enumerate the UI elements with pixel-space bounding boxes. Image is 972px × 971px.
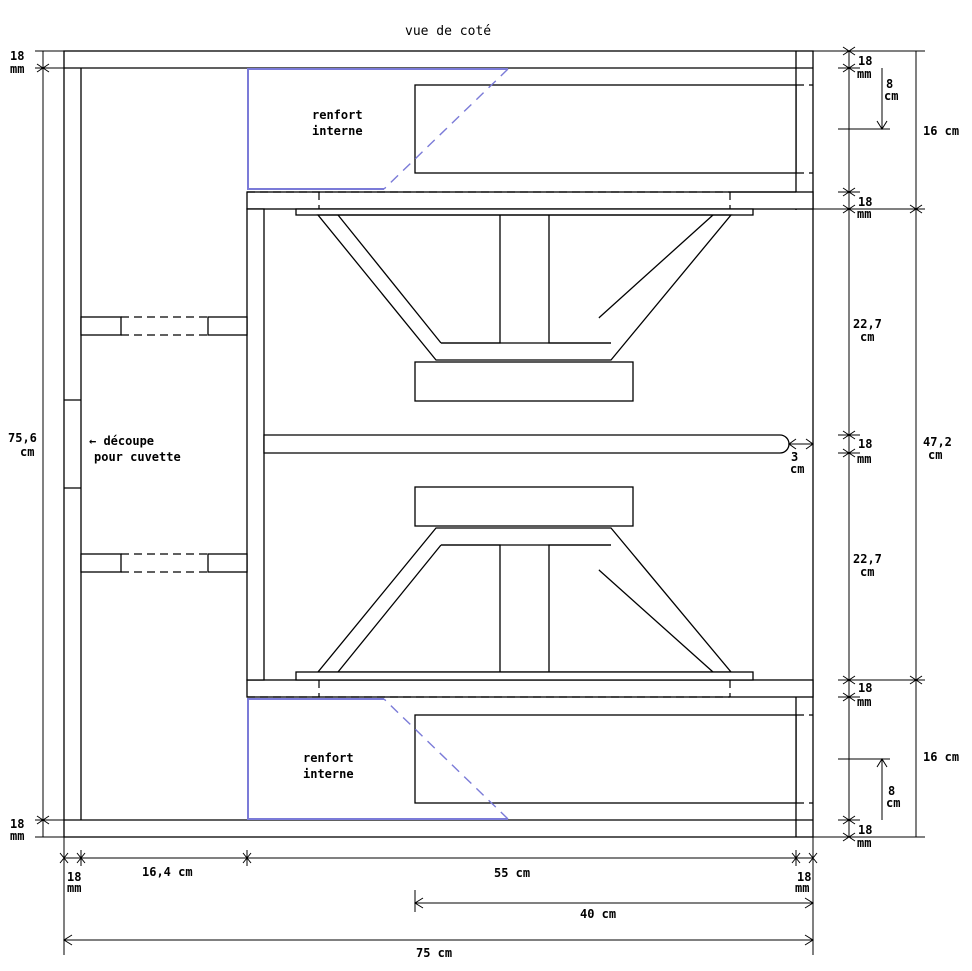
speaker-bottom [295,486,754,681]
dim-height-total: 75,6 [8,431,37,445]
bottom-dimensions: 18 mm 16,4 cm 55 cm 18 mm 40 cm 75 cm [59,837,818,960]
dim-b-18-right: 18 [797,870,811,884]
dim-height-total-unit: cm [20,445,34,459]
top-chamber: renfort interne [246,68,814,210]
dim-r1-18: 18 [858,54,872,68]
dim-r5-18: 18 [858,681,872,695]
dim-b-18-left-mm: mm [67,881,81,895]
left-braces: ← découpe pour cuvette [64,316,248,573]
dim-r4-227-cm: cm [860,565,874,579]
renfort-bottom-label-1: renfort [303,751,354,765]
dim-r3-mm: mm [857,452,871,466]
dim-bottom-left-mm: mm [10,829,24,843]
dim-r1-mm: mm [857,67,871,81]
dim-r3-18: 18 [858,437,872,451]
dim-b-75: 75 cm [416,946,452,960]
dim-b-18-left: 18 [67,870,81,884]
dim-bottom-left-18: 18 [10,817,24,831]
dim-r6-mm: mm [857,836,871,850]
renfort-top-label-2: interne [312,124,363,138]
dim-r3-3: 3 [791,450,798,464]
dim-r4-227: 22,7 [853,552,882,566]
left-dimensions: 18 mm 75,6 cm 18 mm [8,49,64,843]
dim-r5-16: 16 cm [923,750,959,764]
dim-b-164: 16,4 cm [142,865,193,879]
dim-r2-18: 18 [858,195,872,209]
dim-r5-8: 8 [888,784,895,798]
dim-r1-8: 8 [886,77,893,91]
dim-b-55: 55 cm [494,866,530,880]
speaker-top [295,208,754,402]
dim-r2-mm: mm [857,207,871,221]
dim-r2-227-cm: cm [860,330,874,344]
decoupe-label-2: pour cuvette [94,450,181,464]
dim-r1-8-cm: cm [884,89,898,103]
dim-r6-18: 18 [858,823,872,837]
diagram-title: vue de coté [405,24,491,39]
decoupe-label-1: ← découpe [89,434,154,448]
dim-r1-16: 16 cm [923,124,959,138]
dim-b-18-right-mm: mm [795,881,809,895]
dim-top-left-mm: mm [10,62,24,76]
middle-structure [246,208,790,681]
dim-r2-227: 22,7 [853,317,882,331]
renfort-top-label-1: renfort [312,108,363,122]
dim-r5-mm: mm [857,695,871,709]
bottom-chamber: renfort interne [246,679,814,820]
dim-r3-3-cm: cm [790,462,804,476]
dim-b-40: 40 cm [580,907,616,921]
renfort-bottom-label-2: interne [303,767,354,781]
dim-r-472-cm: cm [928,448,942,462]
dim-r-472: 47,2 [923,435,952,449]
dim-top-left-18: 18 [10,49,24,63]
dim-r5-8-cm: cm [886,796,900,810]
right-dimensions: 18 mm 8 cm 16 cm 18 mm 22,7 cm 18 mm 3 c… [788,46,959,850]
